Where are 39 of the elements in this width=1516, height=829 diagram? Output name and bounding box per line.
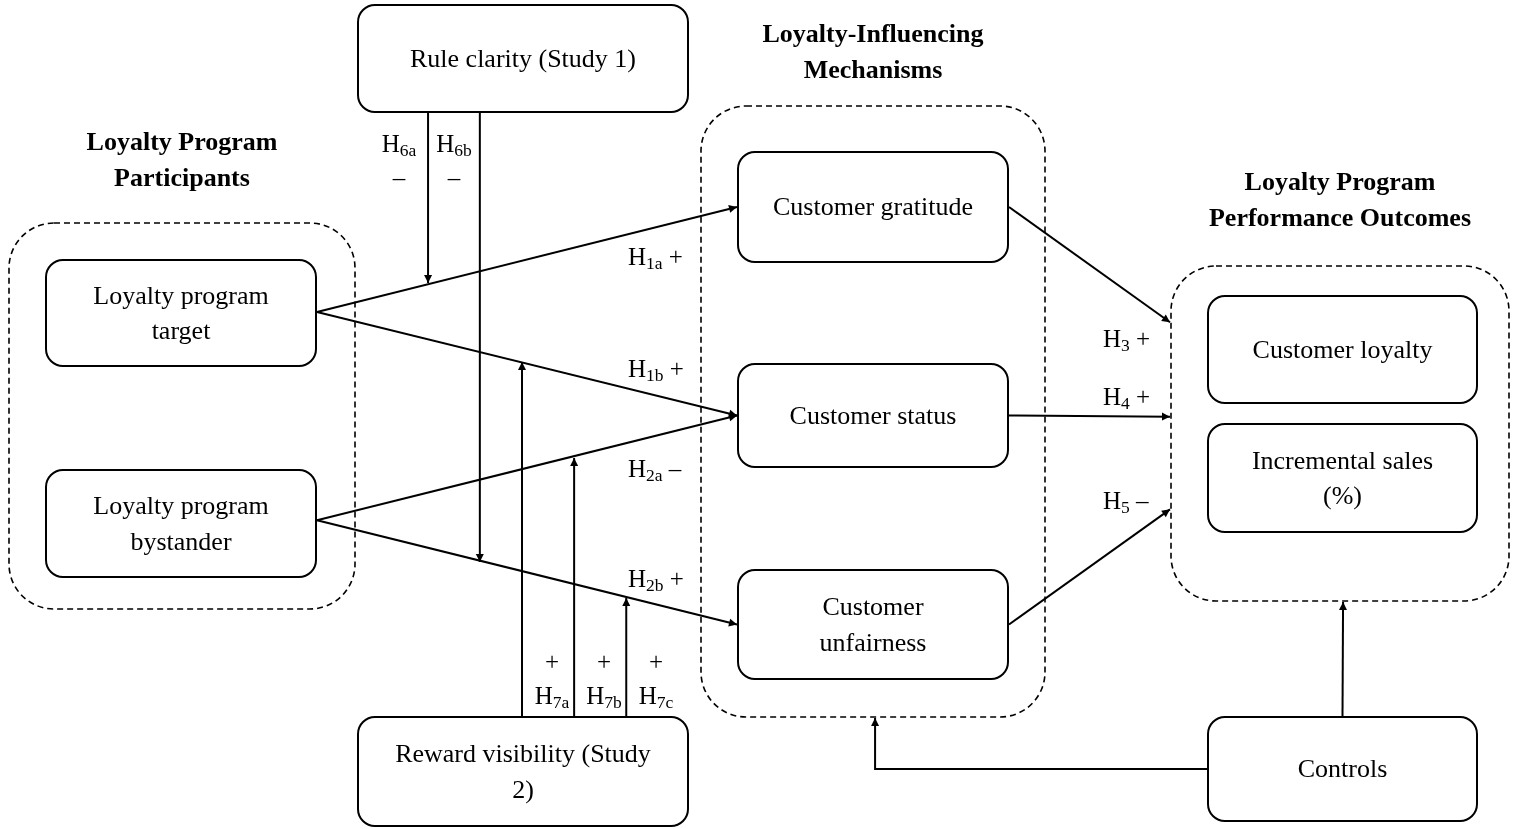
edge-label: + H$_{7b}$	[585, 647, 623, 713]
arrow	[316, 205, 738, 313]
concept-box: Reward visibility (Study 2)	[357, 716, 689, 827]
arrow	[1008, 508, 1171, 626]
arrow	[424, 112, 433, 284]
concept-box: Customer gratitude	[737, 151, 1009, 263]
edge-label: H$_{2b}$ +	[628, 564, 684, 596]
edge-label: H$_{4}$ +	[1103, 382, 1151, 414]
group-heading: Loyalty Program Performance Outcomes	[1207, 166, 1473, 235]
arrow	[518, 361, 526, 717]
concept-box: Loyalty program target	[45, 259, 317, 367]
concept-box: Incremental sales (%)	[1207, 423, 1478, 533]
arrow	[316, 519, 738, 627]
arrow	[871, 717, 1208, 770]
edge-label: H$_{6b}$ –	[435, 129, 473, 193]
edge-label: + H$_{7c}$	[637, 647, 675, 713]
edge-label: H$_{5}$ –	[1103, 486, 1149, 518]
concept-box: Customer unfairness	[737, 569, 1009, 680]
arrow	[475, 112, 484, 563]
edge-label: H$_{2a}$ –	[628, 454, 682, 486]
concept-box: Controls	[1207, 716, 1478, 822]
concept-box: Rule clarity (Study 1)	[357, 4, 689, 113]
edge-label: H$_{1b}$ +	[628, 354, 684, 386]
edge-label: H$_{3}$ +	[1103, 324, 1151, 356]
edge-label: H$_{1a}$ +	[628, 242, 683, 274]
edge-label: + H$_{7a}$	[533, 647, 571, 713]
group-heading: Loyalty Program Participants	[85, 126, 279, 195]
concept-box: Customer loyalty	[1207, 295, 1478, 404]
arrow	[1008, 206, 1171, 324]
group-heading: Loyalty-Influencing Mechanisms	[761, 18, 985, 87]
edge-label: H$_{6a}$ –	[380, 129, 418, 193]
concept-box: Loyalty program bystander	[45, 469, 317, 578]
arrow	[1339, 601, 1347, 717]
arrow	[316, 310, 738, 418]
arrow	[316, 413, 738, 522]
arrow	[1008, 412, 1171, 421]
arrow	[622, 597, 631, 717]
concept-box: Customer status	[737, 363, 1009, 468]
arrow	[570, 457, 579, 717]
